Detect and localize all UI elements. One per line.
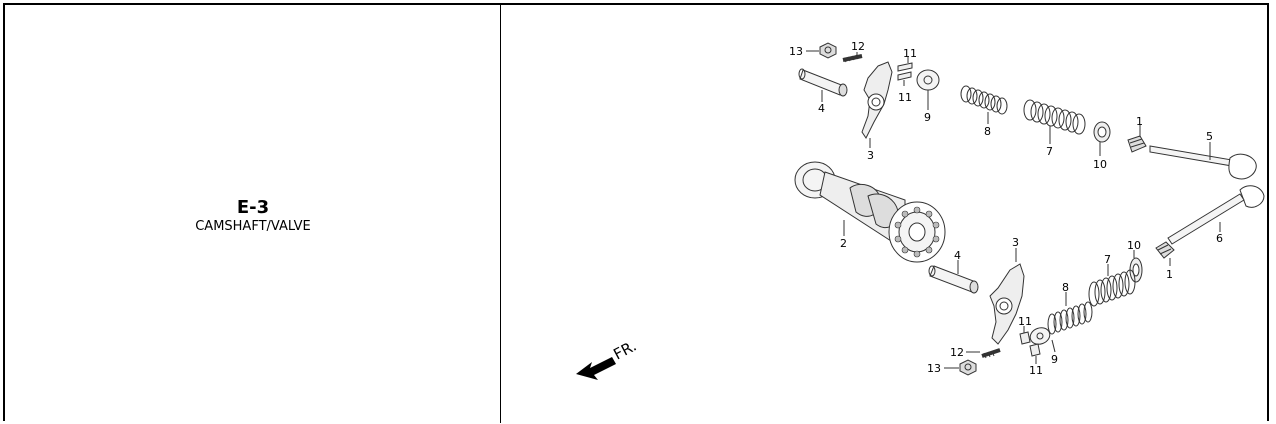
part-9-retainer-lower xyxy=(1029,327,1056,353)
part-10-seat-upper xyxy=(1093,121,1111,156)
callout-12: 12 xyxy=(950,346,964,359)
callout-11: 11 xyxy=(903,47,917,60)
part-7-outer-spring-lower xyxy=(1088,264,1136,307)
part-12-screw-upper xyxy=(842,52,863,63)
callout-8: 8 xyxy=(1062,281,1069,294)
callout-6: 6 xyxy=(1216,232,1223,245)
callout-4: 4 xyxy=(954,249,961,262)
callout-2: 2 xyxy=(840,237,847,250)
callout-3: 3 xyxy=(1012,236,1019,249)
section-code: E-3 xyxy=(236,197,270,218)
part-13-nut-upper xyxy=(806,42,837,59)
callout-10: 10 xyxy=(1093,158,1107,171)
callout-9: 9 xyxy=(924,111,931,124)
part-6-valve-intake xyxy=(1167,185,1265,245)
part-4-rocker-shaft-upper xyxy=(798,68,848,102)
callout-11: 11 xyxy=(1029,364,1043,377)
callout-13: 13 xyxy=(789,45,803,58)
callout-3: 3 xyxy=(867,149,874,162)
part-7-outer-spring-upper xyxy=(1023,99,1086,144)
part-13-nut-lower xyxy=(944,359,977,376)
callout-1: 1 xyxy=(1166,268,1173,281)
page-frame: E-3 CAMSHAFT/VALVE xyxy=(3,3,1269,423)
part-11-cotter-upper xyxy=(897,57,913,86)
callout-4: 4 xyxy=(818,102,825,115)
part-1-seal-upper xyxy=(1127,124,1147,153)
callout-10: 10 xyxy=(1127,239,1141,252)
part-3-rocker-arm-lower xyxy=(989,248,1025,345)
callout-5: 5 xyxy=(1206,130,1213,143)
callout-7: 7 xyxy=(1046,145,1053,158)
part-8-inner-spring-upper xyxy=(960,85,1008,124)
callout-1: 1 xyxy=(1136,115,1143,128)
front-direction-label: FR. xyxy=(610,337,639,364)
callout-11: 11 xyxy=(898,91,912,104)
part-1-seal-lower xyxy=(1155,241,1175,266)
part-4-rocker-shaft-lower xyxy=(928,260,979,294)
part-10-seat-lower xyxy=(1129,250,1143,283)
part-12-screw-lower xyxy=(966,348,1001,359)
callout-8: 8 xyxy=(984,125,991,138)
section-name: CAMSHAFT/VALVE xyxy=(195,219,311,234)
part-2-camshaft xyxy=(794,161,946,263)
callout-13: 13 xyxy=(927,362,941,375)
callout-7: 7 xyxy=(1104,253,1111,266)
callout-12: 12 xyxy=(851,40,865,53)
part-3-rocker-arm-upper xyxy=(861,61,893,148)
section-title-panel: E-3 CAMSHAFT/VALVE xyxy=(5,5,501,423)
front-direction-arrow xyxy=(576,357,616,380)
callout-9: 9 xyxy=(1051,353,1058,366)
part-11-cotter-lower xyxy=(1019,326,1041,364)
part-5-valve-exhaust xyxy=(1149,142,1257,180)
part-9-retainer-upper xyxy=(916,69,940,110)
callout-11: 11 xyxy=(1018,315,1032,328)
part-8-inner-spring-lower xyxy=(1047,292,1093,335)
